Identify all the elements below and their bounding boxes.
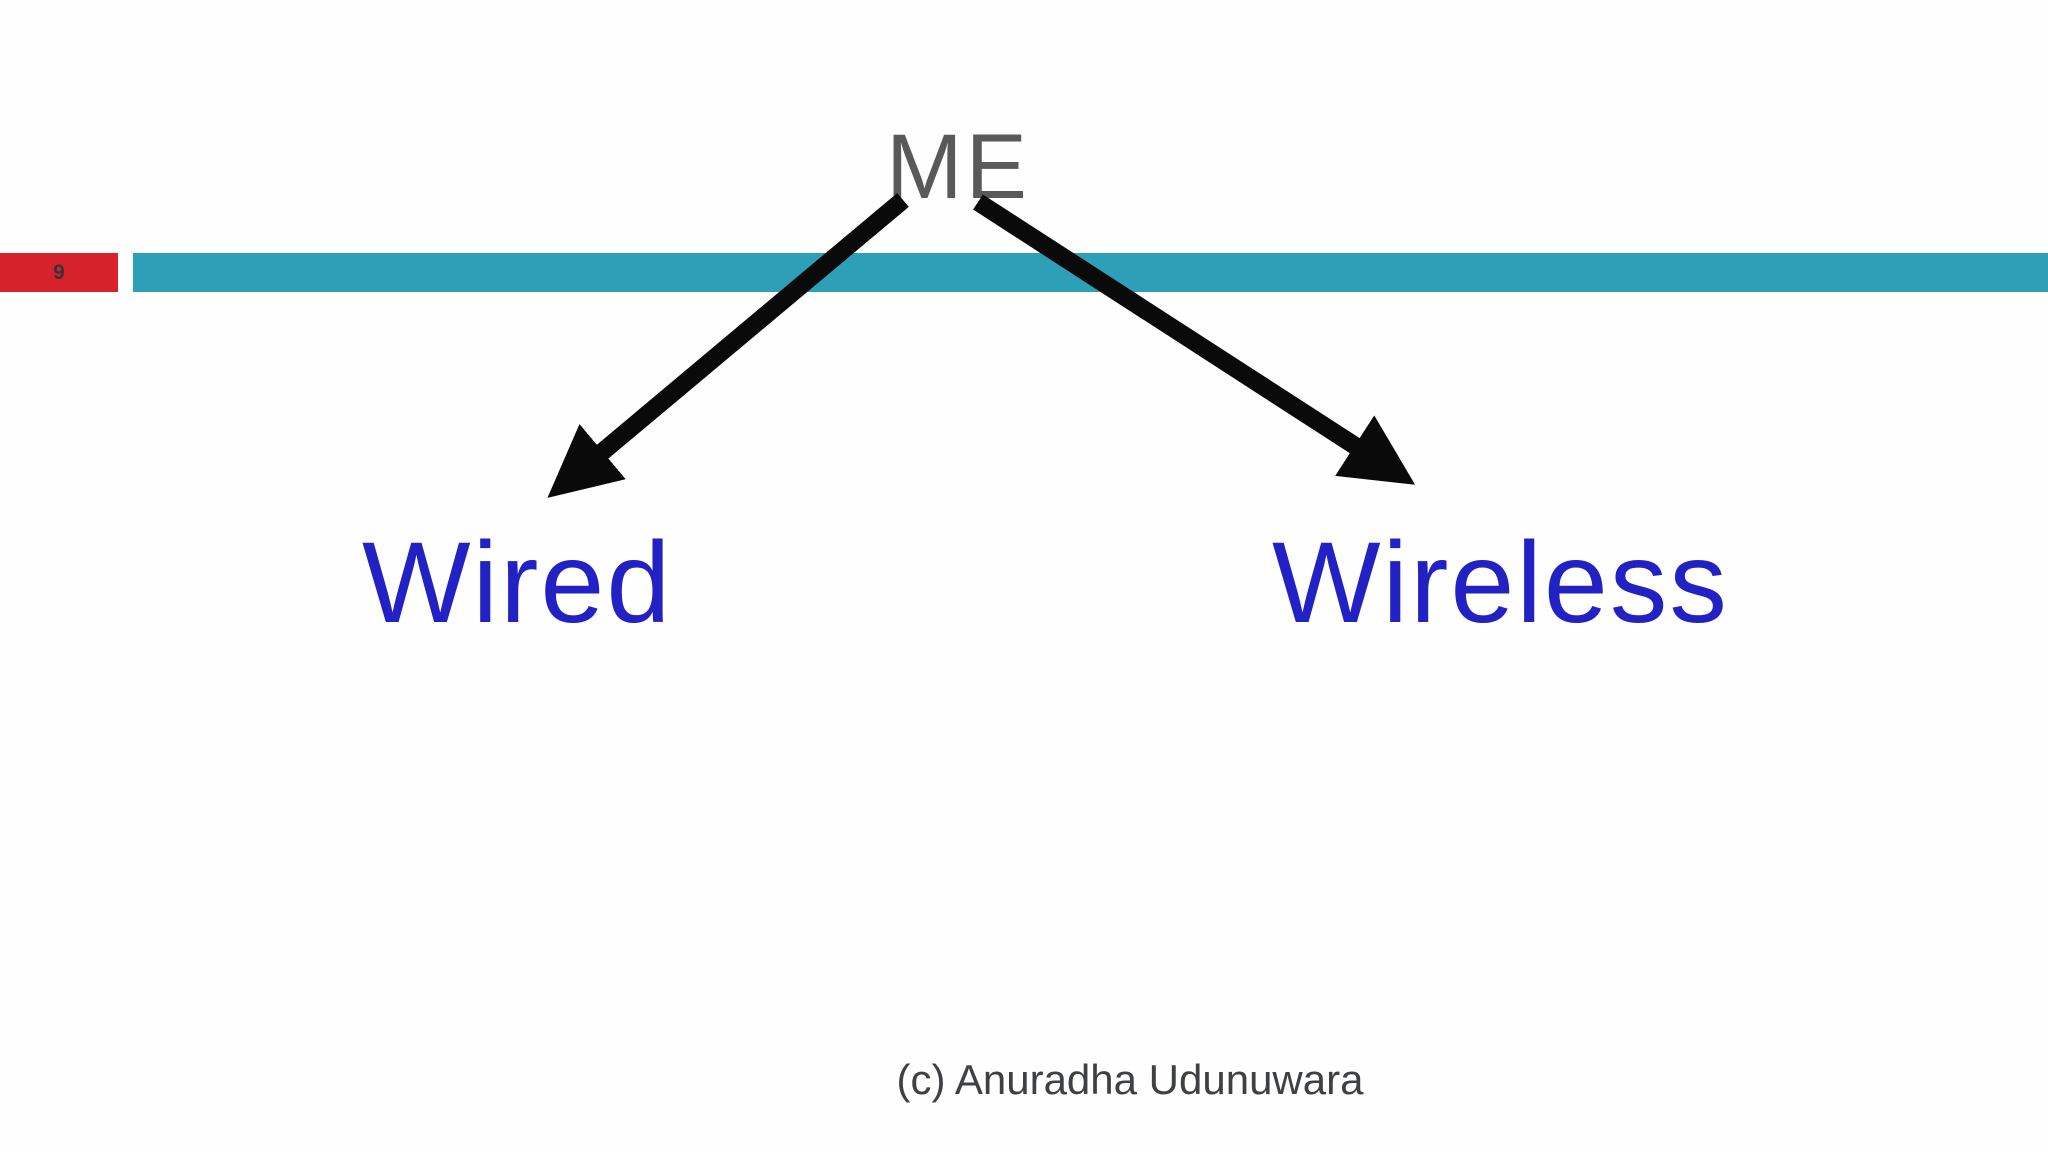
arrow-to-wired: [547, 193, 909, 498]
slide-number-box: 9: [0, 253, 118, 292]
accent-bar: [133, 253, 2048, 292]
copyright-footer: (c) Anuradha Udunuwara: [896, 1056, 1364, 1103]
node-wireless: Wireless: [1272, 519, 1729, 647]
root-node-label: ME: [886, 116, 1030, 218]
slide-number: 9: [53, 261, 65, 284]
arrow-to-wireless: [973, 194, 1416, 485]
node-wired: Wired: [362, 519, 673, 647]
